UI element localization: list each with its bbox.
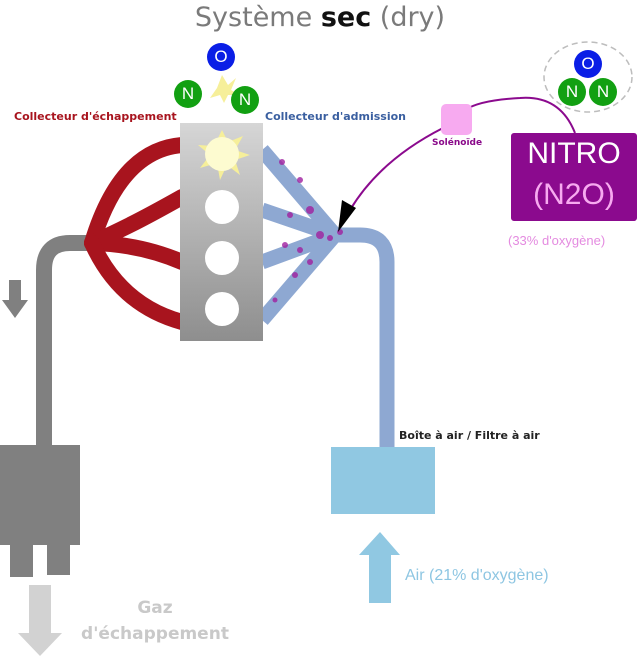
nitro-spray: [272, 159, 343, 303]
title-prefix: Système: [194, 2, 321, 33]
exhaust-manifold-label: Collecteur d'échappement: [14, 110, 177, 123]
nitrogen-atom-left: N: [174, 80, 202, 108]
cylinder-4: [205, 292, 239, 326]
exhaust-gas-label: Gaz d'échappement: [81, 598, 229, 644]
cylinder-1: [205, 137, 239, 171]
nitrogen-atom-right: N: [231, 86, 259, 114]
title-bold: sec: [320, 2, 372, 33]
exhaust-gas-arrow-icon: [18, 585, 62, 656]
nitro-line: [464, 96, 576, 134]
tailpipe-left: [10, 543, 33, 577]
title-suffix: (dry): [371, 2, 446, 33]
exhaust-down-arrow-icon: [2, 280, 28, 318]
airbox-label: Boîte à air / Filtre à air: [399, 429, 540, 442]
cylinder-3: [205, 241, 239, 275]
air-up-arrow-icon: [359, 532, 400, 603]
nitro-formula: (N2O): [533, 178, 615, 211]
intake-manifold: [256, 145, 395, 450]
muffler: [0, 445, 80, 545]
solenoid: [441, 104, 472, 135]
oxygen-atom: O: [207, 43, 235, 71]
injection-arrow-icon: [338, 200, 356, 232]
nitro-title: NITRO: [527, 137, 621, 170]
page-title: Système sec (dry): [0, 2, 640, 33]
intake-manifold-label: Collecteur d'admission: [265, 110, 406, 123]
molecule-split-flash-icon: [210, 75, 240, 103]
exhaust-manifold: [84, 137, 190, 330]
ring-nitrogen-atom-right: N: [589, 78, 617, 106]
air-label: Air (21% d'oxygène): [405, 567, 549, 584]
solenoid-label: Solénoïde: [432, 138, 483, 148]
exhaust-pipe: [36, 235, 95, 450]
nitro-oxygen-label: (33% d'oxygène): [508, 233, 606, 248]
cylinder-2: [205, 190, 239, 224]
ring-nitrogen-atom-left: N: [558, 78, 586, 106]
n2o-molecule-ring: [543, 41, 633, 113]
ring-oxygen-atom: O: [574, 50, 602, 78]
nitro-tank: [511, 133, 637, 221]
nitro-line-to-intake: [349, 127, 444, 211]
airbox: [331, 447, 435, 514]
tailpipe-right: [47, 543, 70, 575]
